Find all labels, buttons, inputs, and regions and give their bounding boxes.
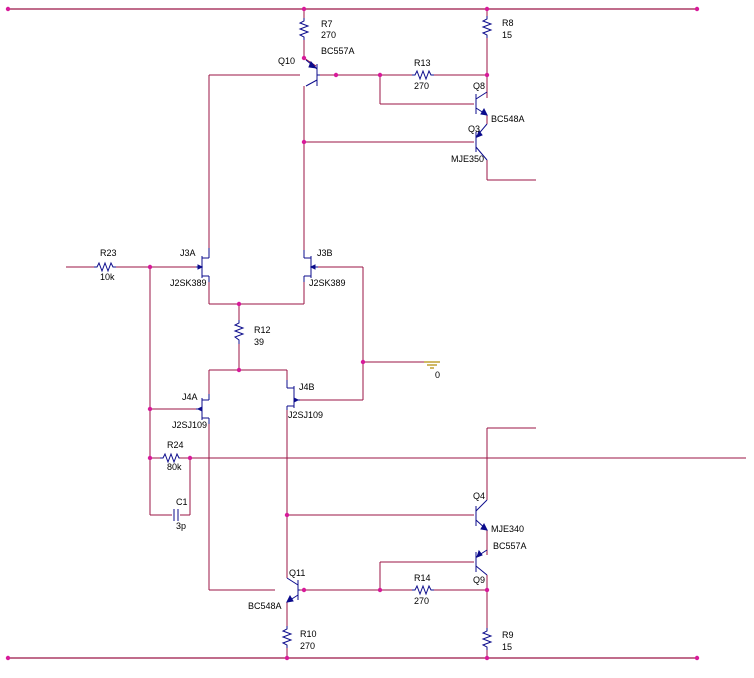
label-j4b-value: J2SJ109 <box>288 410 323 420</box>
label-r13-value: 270 <box>414 81 429 91</box>
resistor-r24 <box>160 452 180 464</box>
label-r14-value: 270 <box>414 596 429 606</box>
label-j4a-value: J2SJ109 <box>172 420 207 430</box>
wires <box>66 9 746 658</box>
transistor-q8 <box>475 91 488 116</box>
resistor-r23 <box>94 261 116 273</box>
ground-symbol <box>424 361 440 369</box>
label-ground: 0 <box>435 370 440 380</box>
resistor-r9 <box>481 628 493 650</box>
jfet-j4a <box>196 394 210 424</box>
junction-dots <box>5 6 700 661</box>
resistor-r12 <box>233 320 245 344</box>
jfet-j3b <box>303 250 318 282</box>
label-q4-ref: Q4 <box>473 491 485 501</box>
transistor-q9 <box>475 549 488 576</box>
label-r8-ref: R8 <box>502 18 514 28</box>
label-r13-ref: R13 <box>414 58 431 68</box>
resistor-r7 <box>298 18 310 40</box>
label-r12-value: 39 <box>254 337 264 347</box>
label-q8-ref: Q8 <box>473 81 485 91</box>
label-r12-ref: R12 <box>254 325 271 335</box>
label-r10-value: 270 <box>300 641 315 651</box>
label-q10-ref: Q10 <box>278 56 295 66</box>
label-r8-value: 15 <box>502 30 512 40</box>
transistor-q3 <box>475 123 488 161</box>
label-c1-ref: C1 <box>176 497 188 507</box>
component-labels: R7 270 BC557A Q10 R8 15 R13 270 Q8 BC548… <box>100 18 527 652</box>
label-r23-ref: R23 <box>100 248 117 258</box>
label-j3a-ref: J3A <box>180 248 196 258</box>
label-j4a-ref: J4A <box>182 392 198 402</box>
label-r24-ref: R24 <box>167 440 184 450</box>
capacitor-c1 <box>173 509 179 521</box>
label-r24-value: 80k <box>167 462 182 472</box>
label-r23-value: 10k <box>100 272 115 282</box>
label-j3a-value: J2SK389 <box>170 278 207 288</box>
transistor-q10 <box>305 59 320 87</box>
label-q4-value: MJE340 <box>491 524 524 534</box>
label-q11-ref: Q11 <box>289 568 305 578</box>
label-q9-value: BC557A <box>493 541 527 551</box>
jfet-j3a <box>196 248 210 282</box>
label-q11-value: BC548A <box>248 601 282 611</box>
resistor-r13 <box>412 69 434 81</box>
jfet-j4b <box>286 380 300 410</box>
label-r7-value: 270 <box>321 30 336 40</box>
label-j3b-value: J2SK389 <box>309 278 346 288</box>
transistor-q11 <box>286 577 300 603</box>
label-q9-ref: Q9 <box>473 575 485 585</box>
label-q3-ref: Q3 <box>468 124 480 134</box>
transistor-q4 <box>475 499 488 531</box>
label-c1-value: 3p <box>176 521 186 531</box>
label-r9-ref: R9 <box>502 630 514 640</box>
label-j4b-ref: J4B <box>299 382 315 392</box>
label-r10-ref: R10 <box>300 629 317 639</box>
resistor-r8 <box>481 16 493 38</box>
label-r7-ref: R7 <box>321 19 333 29</box>
resistor-r14 <box>412 584 434 596</box>
label-j3b-ref: J3B <box>317 248 333 258</box>
label-q3-value: MJE350 <box>451 154 484 164</box>
resistors <box>94 16 493 650</box>
label-q10-value: BC557A <box>321 46 355 56</box>
label-q8-value: BC548A <box>491 114 525 124</box>
label-r9-value: 15 <box>502 642 512 652</box>
label-r14-ref: R14 <box>414 573 431 583</box>
resistor-r10 <box>281 626 293 648</box>
